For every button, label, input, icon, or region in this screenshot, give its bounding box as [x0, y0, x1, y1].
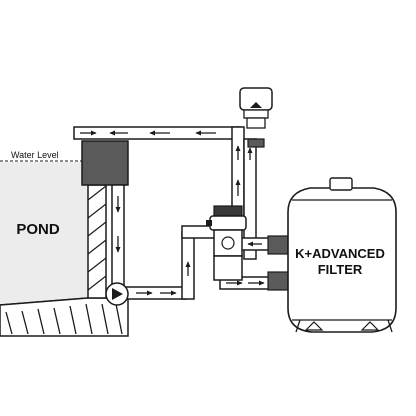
pond-water — [0, 162, 88, 305]
pond-wall — [87, 184, 107, 299]
pump — [105, 282, 129, 306]
water-level: Water Level — [0, 150, 82, 162]
filter-tank: K+ADVANCED FILTER — [267, 177, 397, 333]
filter-label-line2: FILTER — [318, 262, 363, 277]
ground-base — [0, 297, 129, 337]
bottom-pipe — [123, 286, 187, 300]
water-level-label: Water Level — [11, 150, 59, 160]
filter-label-line1: K+ADVANCED — [295, 246, 385, 261]
vent-assembly — [239, 87, 273, 148]
multiport-valve — [206, 205, 247, 281]
skimmer-box — [81, 140, 129, 186]
flow-arrows — [80, 130, 265, 296]
pond-label: POND — [16, 221, 60, 238]
